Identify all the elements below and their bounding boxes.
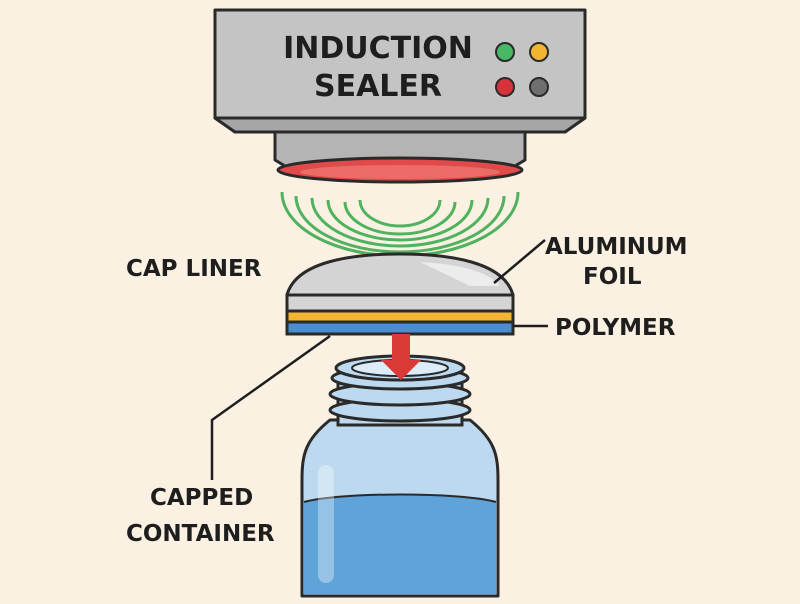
polymer-layer bbox=[285, 309, 515, 324]
bottle-highlight bbox=[318, 465, 334, 583]
arrow-head bbox=[381, 360, 421, 380]
bottle-liquid bbox=[304, 494, 496, 594]
aluminum-foil-label-line2: FOIL bbox=[583, 264, 642, 290]
electromagnetic-field bbox=[280, 191, 520, 258]
aluminum-foil-dome bbox=[285, 252, 515, 297]
liner-base-layer bbox=[285, 320, 515, 336]
capped-container-label-line2: CONTAINER bbox=[126, 521, 275, 547]
field-wave-3 bbox=[326, 199, 474, 242]
cap-liner-label: CAP LINER bbox=[126, 256, 262, 282]
capped-container-label-line1: CAPPED bbox=[150, 485, 253, 511]
green-indicator-light bbox=[495, 42, 515, 62]
gray-indicator-light bbox=[529, 77, 549, 97]
arrow-shaft bbox=[392, 334, 410, 362]
field-wave-2 bbox=[343, 201, 457, 236]
capped-container-leader bbox=[210, 334, 331, 480]
polymer-label: POLYMER bbox=[555, 315, 676, 341]
foil-highlight bbox=[420, 262, 500, 286]
leader-lines bbox=[210, 239, 548, 480]
sealer-title-line1: INDUCTION bbox=[283, 31, 473, 66]
field-wave-4 bbox=[310, 197, 490, 248]
aluminum-foil-leader bbox=[493, 239, 546, 284]
red-indicator-light bbox=[495, 77, 515, 97]
liquid-surface bbox=[303, 493, 497, 503]
yellow-indicator-light bbox=[529, 42, 549, 62]
field-wave-5 bbox=[294, 195, 506, 254]
sealer-housing-bevel bbox=[213, 116, 587, 134]
aluminum-foil-layer bbox=[285, 293, 515, 313]
cap-liner-assembly bbox=[285, 252, 515, 336]
field-wave-1 bbox=[358, 199, 442, 228]
induction-sealer-machine: INDUCTION SEALER bbox=[213, 8, 587, 184]
capped-container-bottle bbox=[300, 354, 500, 598]
induction-coil-highlight bbox=[300, 165, 500, 179]
sealer-title-line2: SEALER bbox=[314, 69, 442, 104]
aluminum-foil-label-line1: ALUMINUM bbox=[545, 234, 688, 260]
downward-arrow bbox=[381, 334, 421, 380]
